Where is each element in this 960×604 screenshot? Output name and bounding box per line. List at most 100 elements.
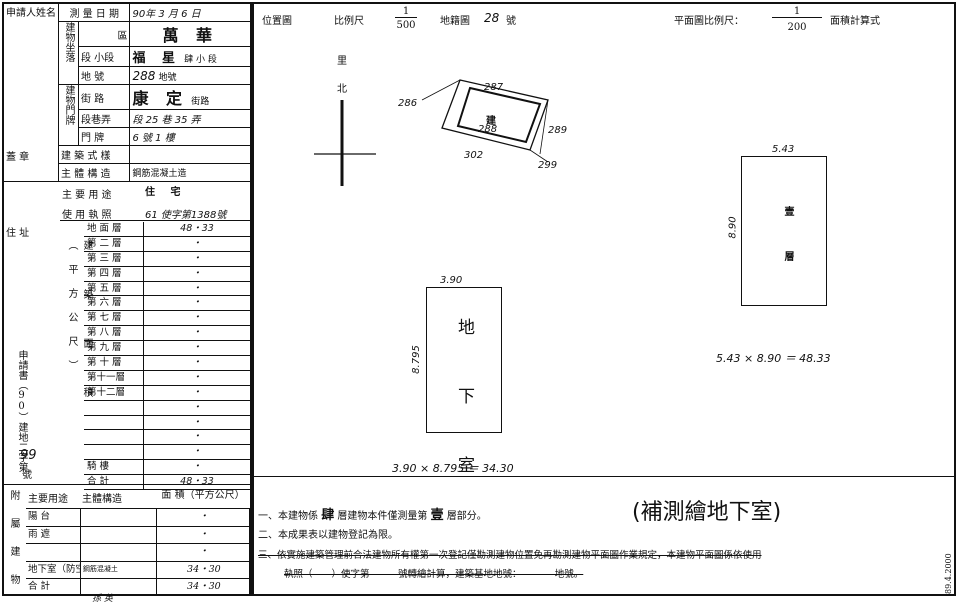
- floor-value: ・: [192, 357, 202, 369]
- lot-299: 299: [538, 160, 558, 171]
- floor-label: 第 七 層: [84, 311, 144, 326]
- survey-date: 90年 3 月 6 日: [129, 3, 251, 22]
- floor-label: 地 面 層: [84, 222, 144, 236]
- floor-label: 第 三 層: [84, 251, 144, 266]
- floor-row: 第 五 層・: [84, 281, 250, 297]
- basement-width: 3.90: [440, 275, 463, 286]
- annex-use-label: 主要用途: [28, 494, 68, 505]
- floor-label: 第 十 層: [84, 356, 144, 370]
- annex-structure: [81, 544, 157, 561]
- floor-divider: [60, 220, 250, 221]
- floor-row: 第 十 層 ・: [84, 356, 250, 371]
- alley-value: 段 25 巷 35 弄: [129, 109, 251, 128]
- floor-row: ・: [84, 430, 250, 446]
- annex-area: 34・30: [157, 579, 250, 596]
- house-no-label: 建物門牌: [58, 84, 79, 146]
- floor-value: ・: [192, 342, 202, 354]
- floor-value: ・: [192, 312, 202, 324]
- lot-302: 302: [464, 150, 484, 161]
- floor-label: 第 二 層: [84, 236, 144, 251]
- annex-row: ・: [26, 543, 250, 561]
- handwritten-note: (補測繪地下室): [632, 500, 782, 525]
- lot-286: 286: [398, 98, 418, 109]
- floor-row: ・: [84, 400, 250, 416]
- ground-floor-plan: [741, 156, 827, 306]
- scale-numerator: 1: [395, 6, 417, 18]
- floor-label: [84, 415, 144, 430]
- basement-formula: 3.90 × 8.795 ＝ 34.30: [392, 462, 514, 475]
- floor-row: 第十一層・: [84, 370, 250, 386]
- note-1-suffix: 層部分。: [446, 511, 487, 522]
- annex-area: ・: [157, 526, 250, 543]
- section-sub: 肆 小 段: [184, 55, 217, 65]
- annex-area: ・: [157, 509, 250, 526]
- address-label: 住 址: [6, 228, 30, 239]
- applicant-label: 申請人姓名: [3, 3, 59, 182]
- street-value: 康 定: [132, 89, 189, 108]
- floor-scale-label: 平面圖比例尺：: [674, 16, 744, 27]
- floor-value: 48・33: [180, 476, 214, 488]
- note-1-floor: 壹: [430, 508, 444, 523]
- floor-row: 第 三 層 ・: [84, 251, 250, 267]
- property-info-table: 申請人姓名 測 量 日 期 90年 3 月 6 日 建物坐落 區 萬 華 段 小…: [3, 3, 251, 182]
- floor-value: ・: [192, 446, 202, 458]
- section-label: 段 小段: [77, 46, 131, 67]
- annex-structure: [81, 579, 157, 596]
- use-value: 住 宅: [145, 187, 187, 198]
- floor-value: ・: [192, 252, 202, 264]
- lot-value: 288: [132, 68, 156, 83]
- application-suffix: 號: [22, 470, 32, 481]
- lot-289: 289: [548, 125, 568, 136]
- annex-area: 34・30: [157, 561, 250, 578]
- annex-use: [26, 544, 81, 561]
- floor-row: 第 六 層 ・: [84, 296, 250, 312]
- floor-label: [84, 430, 144, 445]
- alley-label: 段巷弄: [77, 109, 131, 128]
- permit-value: 61 使字第1388號: [145, 210, 227, 221]
- application-label: 申請書（90）建地二字第: [16, 350, 27, 472]
- section-value: 福 星: [132, 51, 181, 66]
- annex-use: 地下室（防空避難室）: [26, 561, 81, 578]
- notes-divider: [252, 476, 956, 477]
- floor-scale-denominator: 200: [787, 22, 807, 33]
- door-label: 門 牌: [77, 127, 131, 146]
- floor-row: 第 七 層 ・: [84, 311, 250, 327]
- floor-label: 騎 樓: [84, 460, 144, 475]
- annex-structure: [81, 509, 157, 526]
- footer-sign: 孫 英: [92, 594, 113, 604]
- floor-row: 第 九 層・: [84, 341, 250, 357]
- floor-label: 第 八 層: [84, 326, 144, 341]
- lot-label: 地 號: [77, 66, 131, 85]
- style-label: 建 築 式 樣: [57, 145, 131, 164]
- district-value: 萬 華: [129, 21, 251, 47]
- door-value: 6 號 1 樓: [129, 127, 251, 146]
- structure-value: 鋼筋混凝土造: [129, 163, 251, 182]
- annex-row: 陽 台・: [26, 508, 250, 526]
- floor-scale-numerator: 1: [772, 6, 822, 18]
- floor-row: 地 面 層 48・33: [84, 222, 250, 237]
- cadastral-number: 28: [484, 11, 500, 25]
- floor-label: 合 計: [84, 475, 144, 490]
- floor-value: ・: [192, 371, 202, 383]
- floor-value: ・: [192, 297, 202, 309]
- floor-label: 第 六 層: [84, 296, 144, 311]
- floor-label: [84, 445, 144, 460]
- floor-row: ・: [84, 445, 250, 461]
- plan-panel: [252, 2, 956, 596]
- annex-use: 合 計: [26, 579, 81, 596]
- floor-row: 第 四 層・: [84, 266, 250, 282]
- annex-structure: 鋼筋混凝土: [81, 561, 157, 578]
- floor-value: ・: [192, 282, 202, 294]
- street-suffix: 街路: [191, 97, 210, 107]
- floor-value: 48・33: [180, 223, 214, 234]
- scale-label: 比例尺: [334, 16, 364, 27]
- lot-287: 287: [484, 82, 504, 93]
- position-label: 位置圖: [262, 16, 292, 27]
- annex-area: ・: [157, 544, 250, 561]
- floor-value: ・: [192, 416, 202, 428]
- seal-label: 蓋 章: [6, 152, 30, 163]
- floor-row: 騎 樓・: [84, 460, 250, 476]
